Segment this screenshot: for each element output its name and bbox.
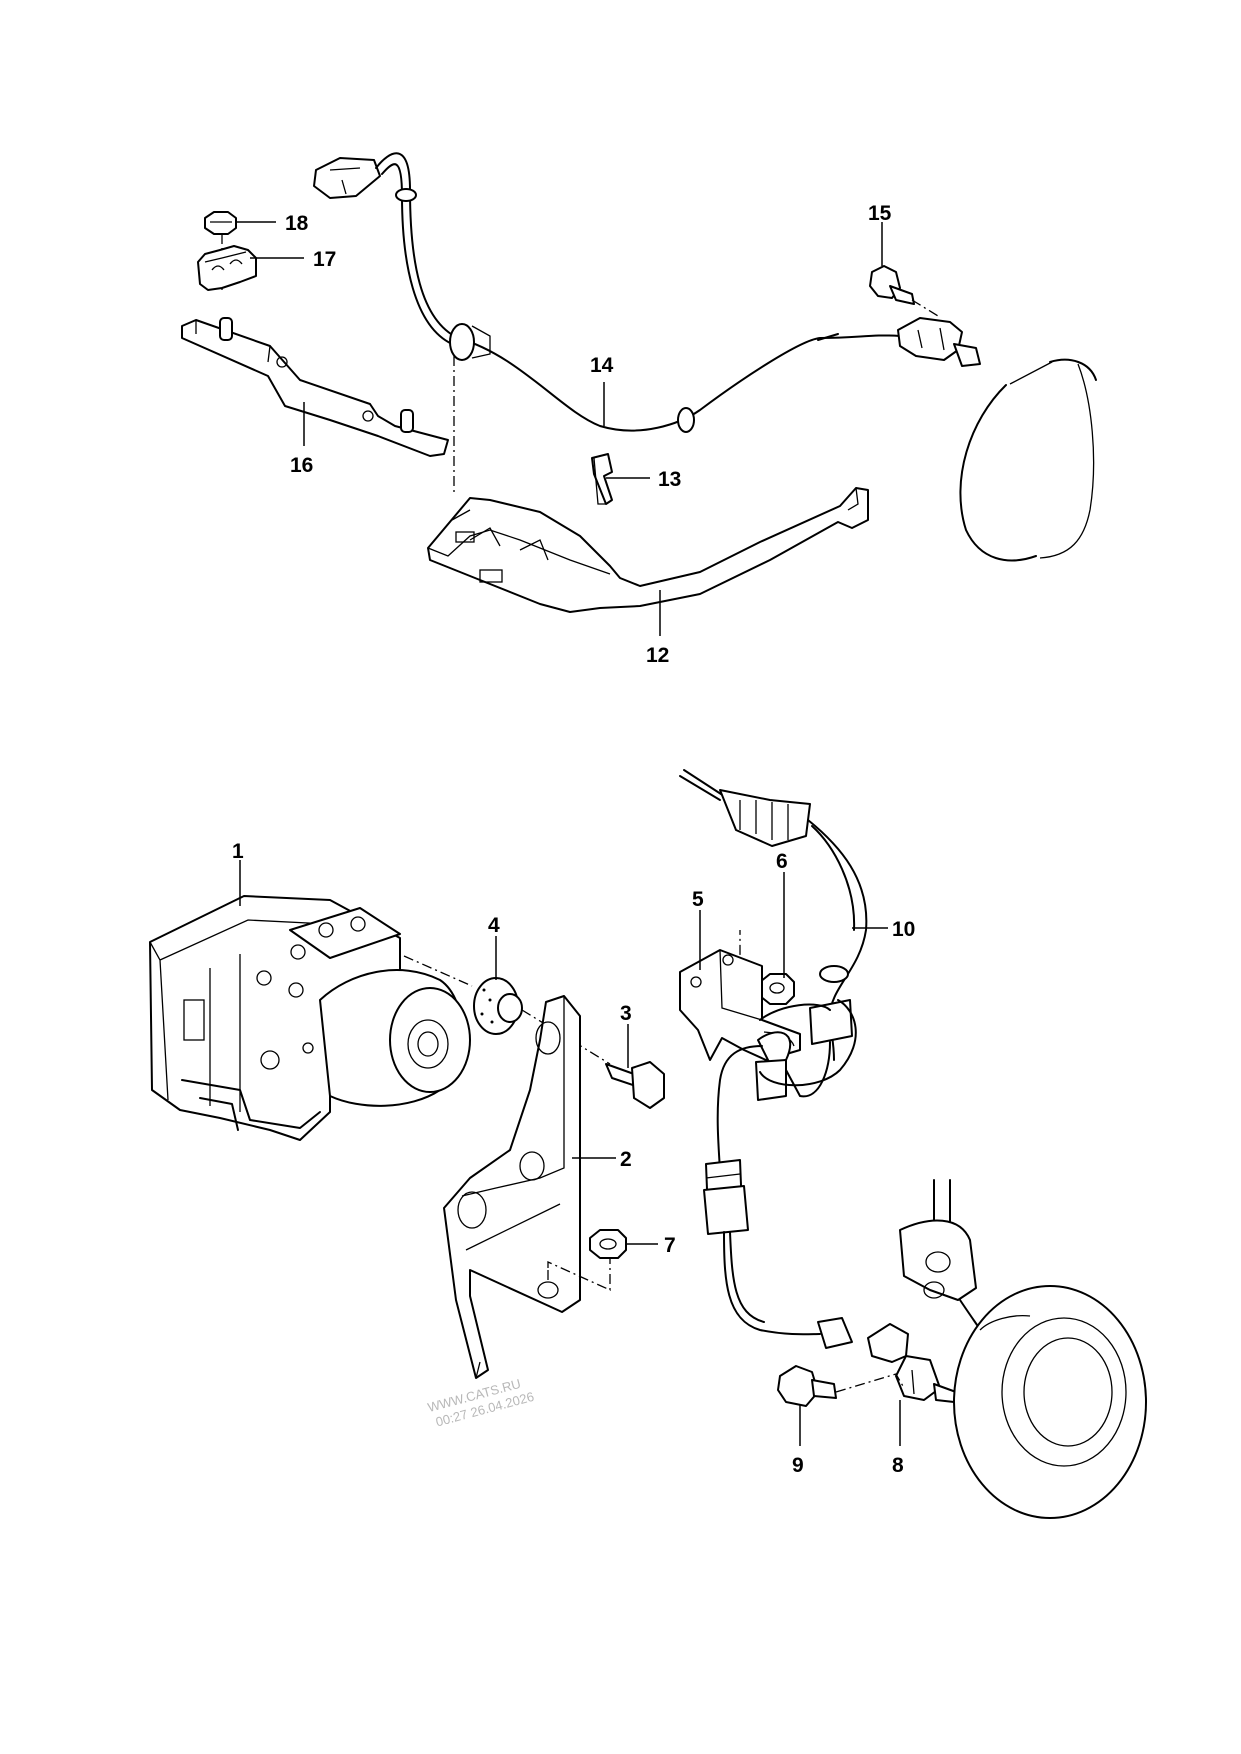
part-4-grommet xyxy=(473,977,611,1065)
part-13-clip xyxy=(591,453,613,505)
part-12-guide xyxy=(427,356,869,613)
part-10-sensor-harness xyxy=(679,769,868,1349)
part-1-abs-unit xyxy=(149,895,473,1141)
part-8-wheel-sensor xyxy=(867,1323,957,1403)
callout-13: 13 xyxy=(658,468,681,491)
callout-9: 9 xyxy=(792,1454,804,1477)
part-7-nut xyxy=(589,1229,627,1259)
upper-brake-disc xyxy=(959,358,1097,562)
callout-2: 2 xyxy=(620,1148,632,1171)
callout-14: 14 xyxy=(590,354,614,377)
callout-4: 4 xyxy=(488,914,500,937)
callout-10: 10 xyxy=(892,918,915,941)
part-16-bracket xyxy=(181,317,449,457)
callout-8: 8 xyxy=(892,1454,904,1477)
part-15-bolt xyxy=(869,265,939,317)
part-14-harness xyxy=(313,152,901,433)
callout-17: 17 xyxy=(313,248,336,271)
callout-18: 18 xyxy=(285,212,309,235)
upper-wheel-sensor xyxy=(897,317,981,367)
callout-6: 6 xyxy=(776,850,788,873)
callout-3: 3 xyxy=(620,1002,632,1025)
part-17-clip xyxy=(197,245,257,291)
leader-lines xyxy=(236,221,901,1446)
callout-7: 7 xyxy=(664,1234,676,1257)
watermark: WWW.CATS.RU 00:27 26.04.2026 xyxy=(426,1376,536,1430)
part-3-bolt xyxy=(605,1061,665,1109)
callout-1: 1 xyxy=(232,840,244,863)
callout-16: 16 xyxy=(290,454,313,477)
callout-15: 15 xyxy=(868,202,892,225)
callout-12: 12 xyxy=(646,644,669,667)
part-9-bolt xyxy=(777,1365,905,1407)
lower-brake-disc xyxy=(899,1179,1147,1519)
callout-5: 5 xyxy=(692,888,704,911)
